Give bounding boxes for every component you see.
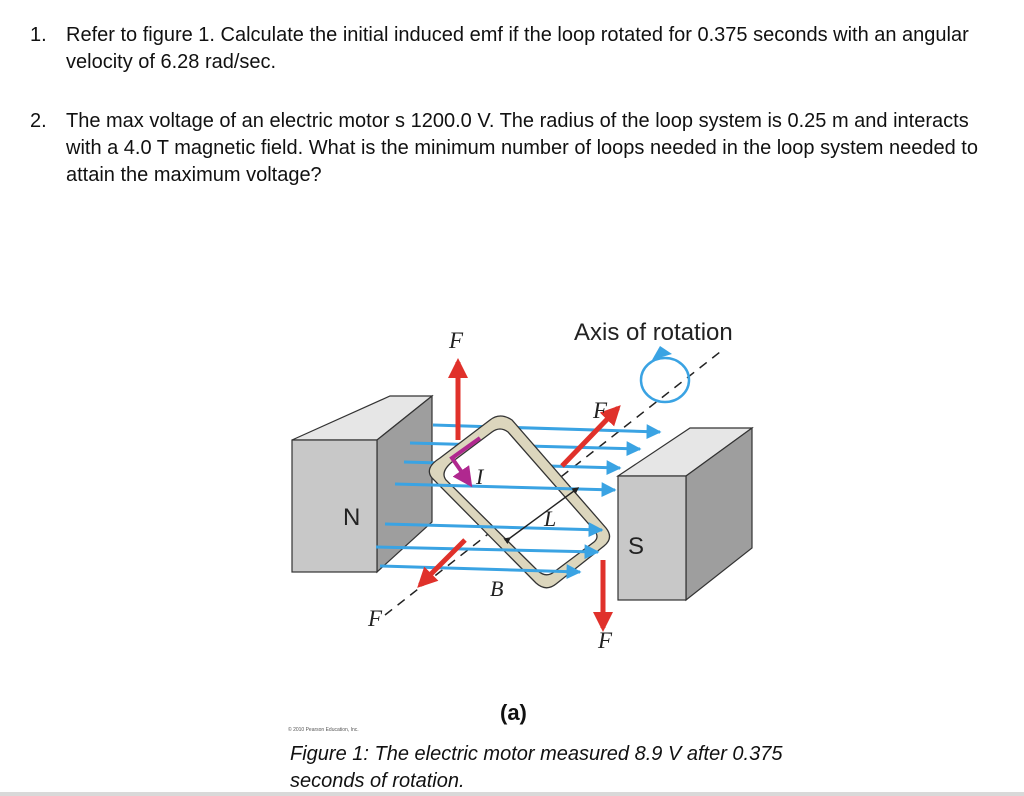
motor-diagram: Axis of rotation F F F F I L B N S <box>291 319 754 653</box>
force-arrows <box>417 358 621 632</box>
force-label-top: F <box>448 328 464 353</box>
current-label: I <box>475 464 485 489</box>
figure-caption: Figure 1: The electric motor measured 8.… <box>290 743 783 792</box>
length-label: L <box>543 506 556 531</box>
south-pole-label: S <box>628 533 644 560</box>
south-magnet <box>616 426 754 602</box>
copyright-notice: © 2010 Pearson Education, Inc. <box>288 727 359 733</box>
question-number: 1. <box>30 24 47 46</box>
force-label-left: F <box>367 606 383 631</box>
axis-of-rotation-label: Axis of rotation <box>574 319 733 346</box>
rotation-indicator <box>639 356 691 404</box>
north-pole-label: N <box>343 504 360 531</box>
force-label-right: F <box>592 398 608 423</box>
question-number: 2. <box>30 110 47 132</box>
question-text: Refer to figure 1. Calculate the initial… <box>66 24 969 73</box>
force-label-bottom: F <box>597 628 613 653</box>
question-text: The max voltage of an electric motor s 1… <box>66 110 978 186</box>
current-arrow <box>449 436 482 488</box>
figure-sublabel: (a) <box>500 700 527 725</box>
length-marker <box>503 487 580 545</box>
field-label: B <box>490 576 503 601</box>
page-bottom-border <box>0 792 1024 796</box>
